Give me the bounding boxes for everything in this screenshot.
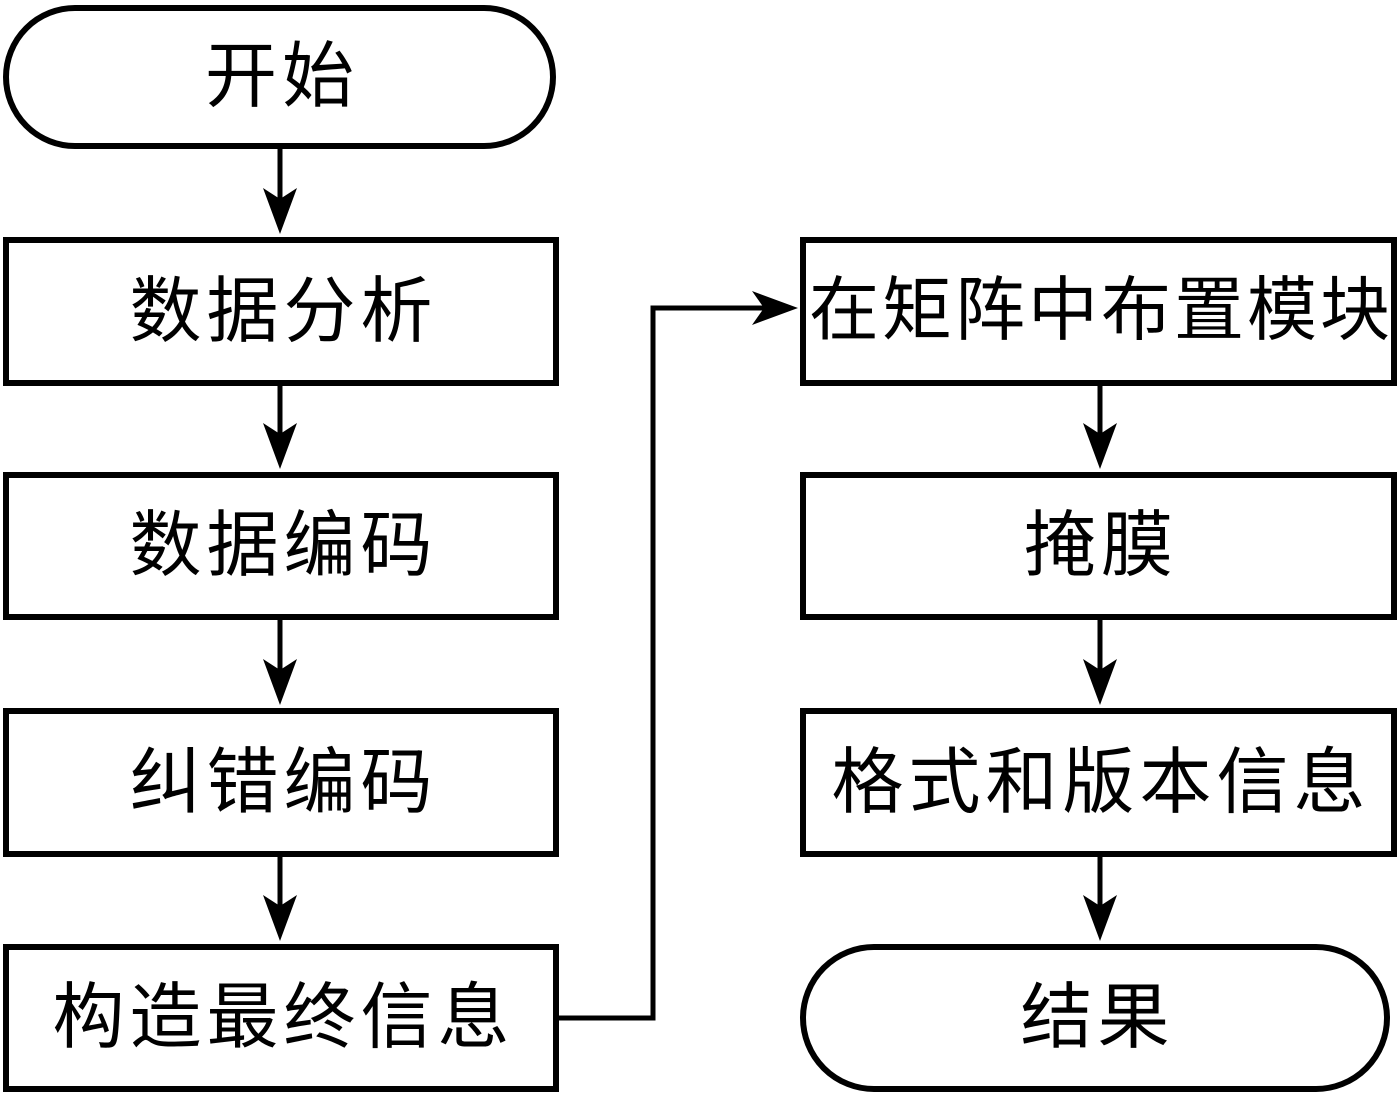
node-format-version-label: 格式和版本信息 xyxy=(831,742,1371,823)
node-result-label: 结果 xyxy=(1020,978,1175,1058)
node-data-encoding: 数据编码 xyxy=(3,472,559,620)
node-final-message: 构造最终信息 xyxy=(3,944,559,1092)
edge-data-encoding-to-error-correction xyxy=(263,617,297,705)
node-place-modules: 在矩阵中布置模块 xyxy=(800,237,1397,386)
node-masking-label: 掩膜 xyxy=(1023,506,1178,586)
edge-place-modules-to-masking xyxy=(1083,384,1117,469)
node-start: 开始 xyxy=(3,5,556,149)
node-error-correction-label: 纠错编码 xyxy=(129,742,438,823)
edge-final-message-to-place-modules xyxy=(558,291,798,1021)
node-data-analysis: 数据分析 xyxy=(3,237,559,386)
node-masking: 掩膜 xyxy=(800,472,1397,620)
node-start-label: 开始 xyxy=(204,37,359,117)
node-place-modules-label: 在矩阵中布置模块 xyxy=(809,272,1393,350)
edge-format-version-to-result xyxy=(1083,855,1117,941)
node-result: 结果 xyxy=(800,944,1390,1092)
node-data-encoding-label: 数据编码 xyxy=(129,506,438,586)
edge-masking-to-format-version xyxy=(1083,617,1117,705)
edge-data-analysis-to-data-encoding xyxy=(263,384,297,469)
edge-error-correction-to-final-message xyxy=(263,855,297,941)
edge-start-to-data-analysis xyxy=(263,146,297,234)
node-error-correction: 纠错编码 xyxy=(3,708,559,857)
node-final-message-label: 构造最终信息 xyxy=(52,978,515,1058)
node-format-version: 格式和版本信息 xyxy=(800,708,1397,857)
node-data-analysis-label: 数据分析 xyxy=(129,271,438,352)
